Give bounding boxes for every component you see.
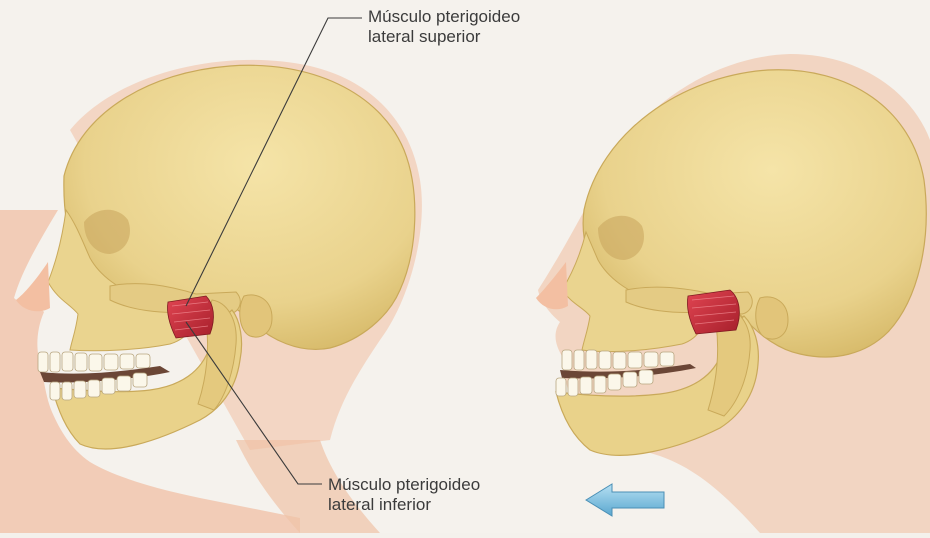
label-inferior-lateral-pterygoid: Músculo pterigoideo lateral inferior (328, 475, 480, 515)
label-superior-line2: lateral superior (368, 27, 520, 47)
left-head (0, 60, 422, 533)
right-head (536, 54, 930, 533)
label-inferior-line1: Músculo pterigoideo (328, 475, 480, 495)
label-superior-lateral-pterygoid: Músculo pterigoideo lateral superior (368, 7, 520, 47)
left-upper-teeth (38, 352, 150, 372)
left-arrow-icon (586, 484, 664, 516)
right-pterygoid-muscle (687, 290, 739, 334)
label-superior-line1: Músculo pterigoideo (368, 7, 520, 27)
label-inferior-line2: lateral inferior (328, 495, 480, 515)
